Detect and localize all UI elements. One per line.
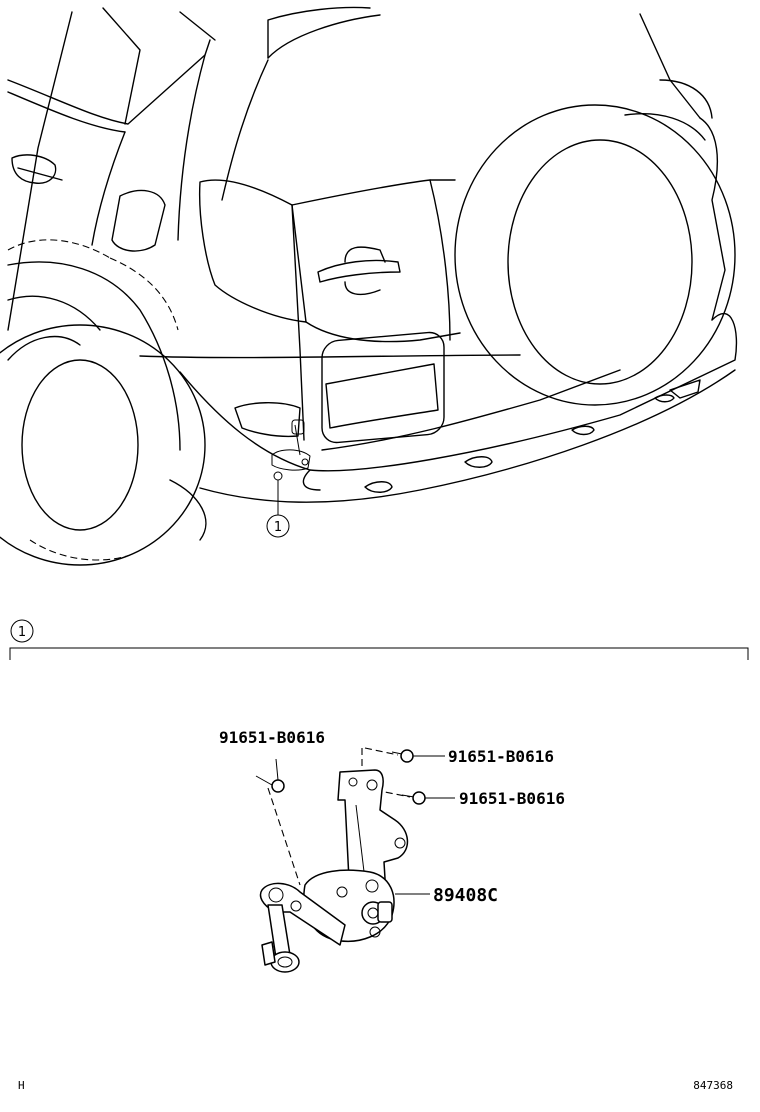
section-number: 1 — [18, 625, 26, 640]
bolt-lower-right — [401, 791, 455, 805]
height-sensor-assembly — [255, 747, 455, 973]
part-label-bolt-left: 91651-B0616 — [219, 728, 325, 747]
part-label-bolt-lower-right: 91651-B0616 — [459, 789, 565, 808]
section-header: 1 — [9, 619, 749, 660]
callout-number: 1 — [274, 520, 282, 535]
drawing-number: 847368 — [693, 1079, 733, 1092]
vehicle-rear-illustration: 1 — [0, 6, 738, 566]
bolt-upper-right — [391, 749, 445, 763]
footer-left-code: H — [18, 1079, 25, 1092]
part-label-sensor: 89408C — [433, 885, 498, 906]
callout-circle — [266, 514, 290, 538]
bolt-left — [255, 758, 285, 793]
part-label-bolt-upper-right: 91651-B0616 — [448, 747, 554, 766]
sensor-location-marker — [271, 419, 311, 481]
